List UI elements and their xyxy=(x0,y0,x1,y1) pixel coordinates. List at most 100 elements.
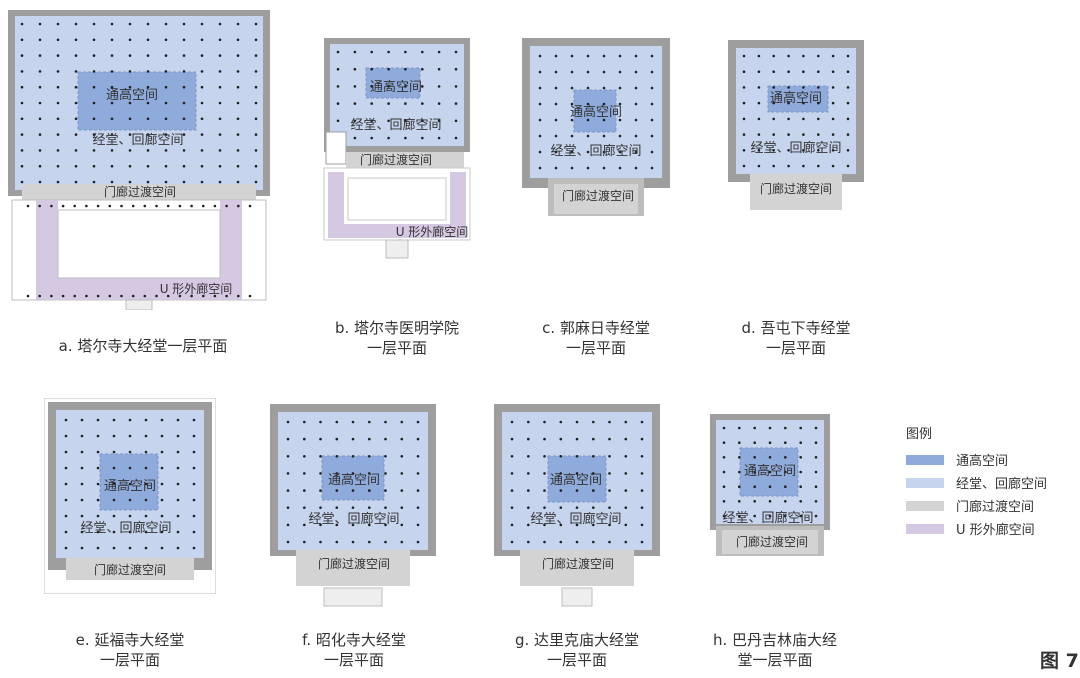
column-dot xyxy=(634,54,638,58)
column-dot xyxy=(559,540,563,544)
column-dot xyxy=(120,294,123,298)
column-dot xyxy=(586,150,590,154)
column-dot xyxy=(236,54,240,57)
legend-item-tall: 通高空间 xyxy=(906,448,1076,471)
column-dot xyxy=(146,70,150,73)
column-dot xyxy=(144,530,148,534)
column-dot xyxy=(336,85,340,88)
column-dot xyxy=(56,22,60,26)
column-dot xyxy=(200,180,204,184)
plan-c-guomari-hall: 通高空间 经堂、回廊空间 门廊过渡空间 xyxy=(522,38,670,216)
column-dot xyxy=(200,70,204,73)
column-dot xyxy=(182,164,186,168)
column-dot xyxy=(80,418,84,422)
column-dot xyxy=(742,86,746,89)
plan-f-zhaohua-great-hall: 通高空间 经堂、回廊空间 门廊过渡空间 xyxy=(270,404,436,607)
column-dot xyxy=(602,70,606,74)
plan-b-label-hall: 经堂、回廊空间 xyxy=(350,117,441,133)
column-dot xyxy=(634,102,638,106)
column-dot xyxy=(353,67,357,71)
column-dot xyxy=(335,523,339,527)
column-dot xyxy=(846,54,850,58)
caption-f: f. 昭化寺大经堂 一层平面 xyxy=(264,630,444,670)
column-dot xyxy=(368,437,371,441)
column-dot xyxy=(74,70,78,73)
column-dot xyxy=(586,102,590,106)
column-dot xyxy=(176,466,180,470)
column-dot xyxy=(218,180,222,184)
column-dot xyxy=(772,133,775,136)
column-dot xyxy=(400,489,404,492)
column-dot xyxy=(575,489,579,492)
column-dot xyxy=(38,117,42,121)
column-dot xyxy=(387,119,390,123)
column-dot xyxy=(802,149,805,152)
column-dot xyxy=(640,506,644,509)
column-dot xyxy=(192,514,196,518)
column-dot xyxy=(592,472,595,475)
column-dot xyxy=(155,204,158,208)
column-dot xyxy=(370,85,373,88)
column-dot xyxy=(602,118,606,122)
column-dot xyxy=(787,117,790,121)
column-dot xyxy=(831,164,835,168)
column-dot xyxy=(586,118,590,122)
column-dot xyxy=(831,54,835,58)
column-dot xyxy=(370,67,373,71)
column-dot xyxy=(178,294,182,298)
column-dot xyxy=(634,86,638,90)
column-dot xyxy=(336,102,340,105)
column-dot xyxy=(218,133,222,136)
column-dot xyxy=(634,166,638,170)
column-dot xyxy=(814,514,818,518)
column-dot xyxy=(814,470,818,474)
column-dot xyxy=(634,150,638,154)
column-dot xyxy=(368,540,371,544)
column-dot xyxy=(437,119,441,123)
plan-h-label-porch: 门廊过渡空间 xyxy=(736,534,808,549)
column-dot xyxy=(319,420,322,424)
column-dot xyxy=(128,38,132,42)
column-dot xyxy=(559,472,563,475)
column-dot xyxy=(831,86,835,89)
legend-label-hall: 经堂、回廊空间 xyxy=(956,477,1048,492)
column-dot xyxy=(772,86,775,89)
caption-a: a. 塔尔寺大经堂一层平面 xyxy=(0,336,286,356)
column-dot xyxy=(38,133,42,136)
column-dot xyxy=(650,166,654,170)
column-dot xyxy=(400,455,404,458)
column-dot xyxy=(538,134,542,138)
column-dot xyxy=(772,117,775,121)
column-dot xyxy=(570,54,574,58)
column-dot xyxy=(92,149,96,152)
column-dot xyxy=(64,466,68,470)
column-dot xyxy=(814,441,818,444)
column-dot xyxy=(543,540,546,544)
column-dot xyxy=(437,136,441,140)
column-dot xyxy=(351,472,355,475)
column-dot xyxy=(814,485,818,488)
column-dot xyxy=(368,472,371,475)
column-dot xyxy=(254,180,258,184)
column-dot xyxy=(608,540,611,544)
caption-b-line-1: b. 塔尔寺医明学院 xyxy=(334,319,460,337)
column-dot xyxy=(56,54,60,57)
column-dot xyxy=(164,85,168,89)
column-dot xyxy=(144,546,148,550)
column-dot xyxy=(570,150,574,154)
column-dot xyxy=(624,437,628,441)
column-dot xyxy=(387,136,390,140)
column-dot xyxy=(370,50,373,54)
column-dot xyxy=(757,86,761,89)
column-dot xyxy=(527,540,530,544)
column-dot xyxy=(384,472,387,475)
column-dot xyxy=(38,294,41,298)
column-dot xyxy=(237,294,240,298)
column-dot xyxy=(92,54,96,57)
column-dot xyxy=(112,514,116,518)
column-dot xyxy=(160,514,164,518)
column-dot xyxy=(543,420,546,424)
column-dot xyxy=(128,434,132,438)
plan-d-wutun-lower-hall: 通高空间 经堂、回廊空间 门廊过渡空间 xyxy=(728,40,864,210)
column-dot xyxy=(336,67,340,71)
